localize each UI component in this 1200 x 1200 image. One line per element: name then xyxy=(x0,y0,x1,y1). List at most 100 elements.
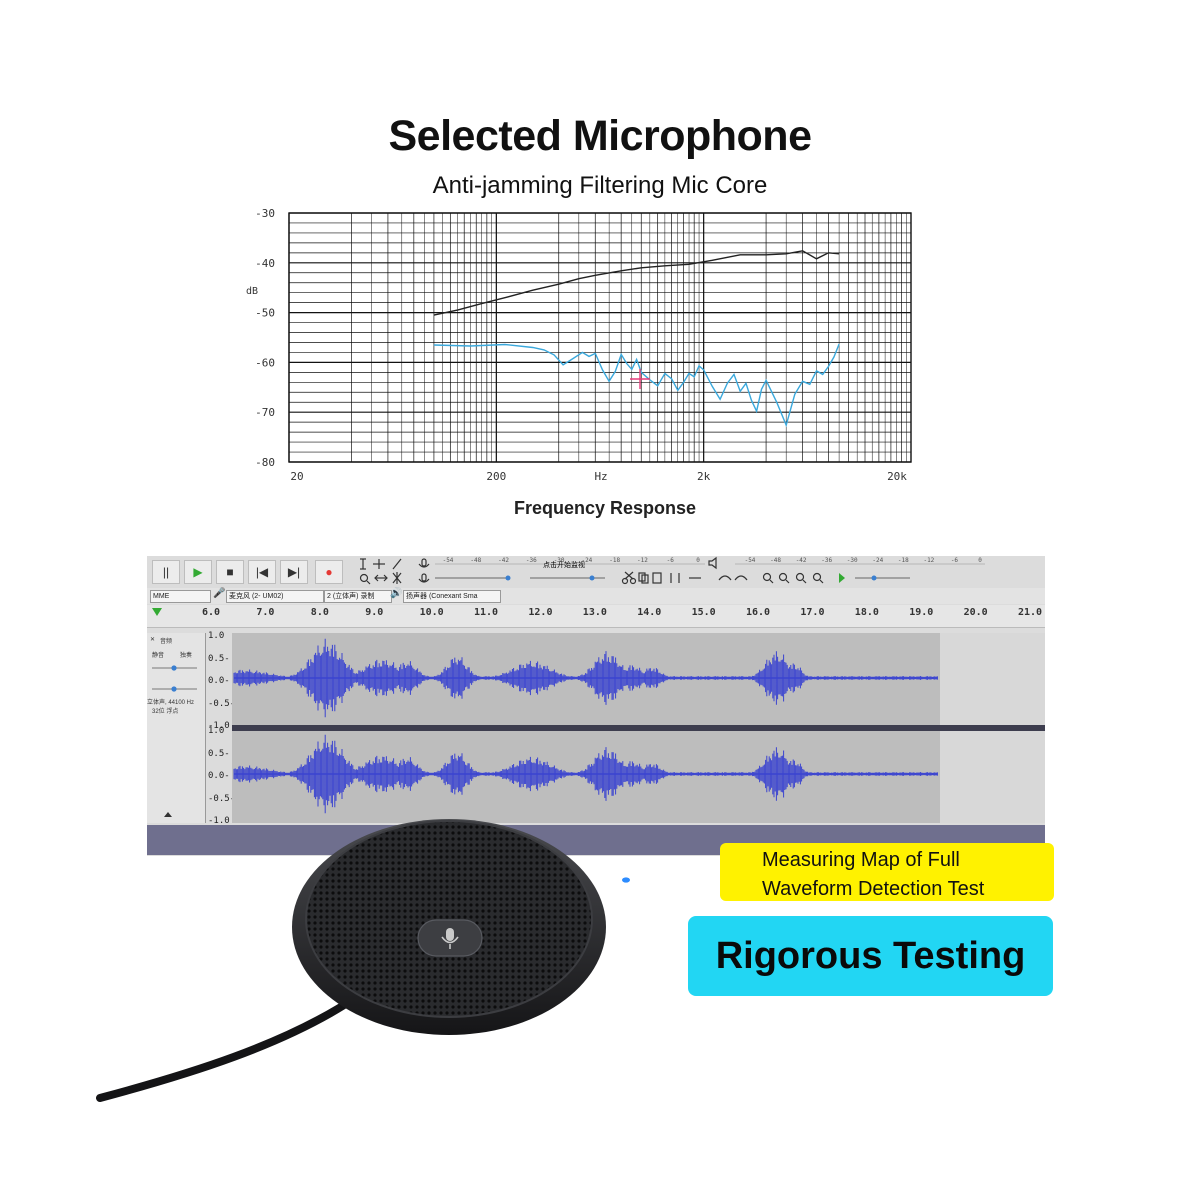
meter-tick-label: 0 xyxy=(696,557,700,564)
amplitude-label: 0.0- xyxy=(208,676,230,686)
usb-cable xyxy=(96,992,362,1102)
output-volume-thumb[interactable] xyxy=(589,575,595,581)
meter-tick-label: -42 xyxy=(796,557,807,564)
y-tick-label: -70 xyxy=(255,406,275,419)
y-tick-label: -40 xyxy=(255,257,275,270)
chart-title: Frequency Response xyxy=(513,498,697,518)
chart-y-label: dB xyxy=(246,286,258,297)
timeline-tick: 19.0 xyxy=(909,607,934,618)
amplitude-label: -0.5- xyxy=(208,698,236,709)
meter-tick-label: -6 xyxy=(951,557,959,564)
y-tick-label: -80 xyxy=(255,456,275,469)
meter-tick-label: -42 xyxy=(498,557,509,564)
timeline-tick: 8.0 xyxy=(310,607,329,618)
skip-start-button[interactable]: |◀ xyxy=(248,560,276,584)
timeline-tick: 20.0 xyxy=(963,607,988,618)
redo-icon xyxy=(734,575,748,581)
copy-icon xyxy=(638,572,649,584)
track-collapse-icon[interactable] xyxy=(164,812,172,817)
amplitude-label: 1.0 xyxy=(208,726,225,736)
timeline-tick: 13.0 xyxy=(582,607,607,618)
measuring-callout: Measuring Map of Full Waveform Detection… xyxy=(720,843,1054,901)
input-volume-thumb[interactable] xyxy=(505,575,511,581)
meter-tick-label: -6 xyxy=(667,557,675,564)
input-device-mic-icon: 🎤 xyxy=(213,588,226,599)
skip-end-button[interactable]: ▶| xyxy=(280,560,308,584)
timeline-tick: 10.0 xyxy=(419,607,444,618)
track-control-panel xyxy=(147,633,206,823)
trim-icon xyxy=(670,573,680,583)
y-tick-label: -30 xyxy=(255,207,275,220)
meter-tick-label: 0 xyxy=(978,557,982,564)
y-tick-label: -60 xyxy=(255,356,275,369)
waveform-left-channel xyxy=(233,638,938,718)
envelope-tool-icon xyxy=(373,559,385,569)
chart-frame xyxy=(288,212,912,463)
series-line-1 xyxy=(433,250,840,316)
zoom-tool-icon xyxy=(359,573,371,585)
timeline-tick: 15.0 xyxy=(691,607,716,618)
timeline-tick: 14.0 xyxy=(637,607,662,618)
selection-tool-icon xyxy=(360,558,366,570)
waveform-right-channel xyxy=(233,734,938,814)
track-solo-button[interactable]: 独奏 xyxy=(180,653,193,659)
amplitude-label: 0.0- xyxy=(208,771,230,781)
track-rate: 立体声, 44100 Hz xyxy=(147,700,195,706)
track-mute-button[interactable]: 静音 xyxy=(152,653,165,659)
play-speed-thumb[interactable] xyxy=(871,575,877,581)
output-device-speaker-icon: 🔊 xyxy=(390,588,403,599)
timeline-tick: 18.0 xyxy=(854,607,879,618)
meter-tick-label: -54 xyxy=(745,557,756,564)
chart-grid xyxy=(288,212,912,463)
amplitude-label: 0.5- xyxy=(208,653,230,664)
y-tick-label: -50 xyxy=(255,307,275,320)
mic-grille xyxy=(306,821,592,1017)
x-tick-label: 2k xyxy=(697,470,711,483)
playhead-marker-icon[interactable] xyxy=(152,608,162,616)
cursor-marker xyxy=(630,369,650,389)
track-name[interactable]: 音频 xyxy=(160,639,173,645)
amplitude-label: -1.0 xyxy=(208,816,230,826)
x-tick-label: 20k xyxy=(887,470,907,483)
meter-tick-label: -48 xyxy=(770,557,781,564)
meter-tick-label: -24 xyxy=(872,557,883,564)
fit-project-icon xyxy=(812,572,824,584)
meter-tick-label: -48 xyxy=(470,557,481,564)
play-button[interactable]: ▶ xyxy=(184,560,212,584)
output-device-select[interactable]: 扬声器 (Conexant Sma xyxy=(403,590,501,603)
meter-monitor-prompt: 点击开始监视 xyxy=(543,560,585,569)
paste-icon xyxy=(652,572,662,584)
record-button[interactable]: ● xyxy=(315,560,343,584)
track-gain-slider[interactable] xyxy=(171,665,177,671)
input-volume-mic-icon xyxy=(418,573,430,583)
audio-host-select[interactable]: MME xyxy=(150,590,211,603)
meter-tick-label: -12 xyxy=(637,557,648,564)
measuring-line-1: Measuring Map of Full xyxy=(762,849,960,871)
track-close-icon[interactable]: ✕ xyxy=(150,637,156,643)
track-pan-slider[interactable] xyxy=(171,686,177,692)
pause-button[interactable]: || xyxy=(152,560,180,584)
x-tick-label: 20 xyxy=(290,470,303,483)
channel-select[interactable]: 2 (立体声) 录制 xyxy=(324,590,392,603)
timeline-tick: 9.0 xyxy=(365,607,384,618)
timeline-tick: 17.0 xyxy=(800,607,825,618)
track-sliders xyxy=(152,665,197,817)
waveform-display[interactable] xyxy=(232,633,1045,823)
timeline-tick: 6.0 xyxy=(202,607,221,618)
zoom-out-icon xyxy=(778,572,790,584)
measuring-line-2: Waveform Detection Test xyxy=(762,878,985,900)
chart-y-ticks: -30 -40 -50 -60 -70 -80 xyxy=(255,207,275,469)
x-tick-label: 200 xyxy=(486,470,506,483)
timeline-tick: 16.0 xyxy=(746,607,771,618)
meter-tick-label: -12 xyxy=(923,557,934,564)
multi-tool-icon xyxy=(392,572,402,584)
timeline-ruler[interactable] xyxy=(147,605,1045,628)
playback-meter-speaker-icon xyxy=(708,556,717,570)
stop-button[interactable]: ■ xyxy=(216,560,244,584)
input-device-select[interactable]: 麦克风 (2- UM02) xyxy=(226,590,324,603)
timeline-tick: 12.0 xyxy=(528,607,553,618)
